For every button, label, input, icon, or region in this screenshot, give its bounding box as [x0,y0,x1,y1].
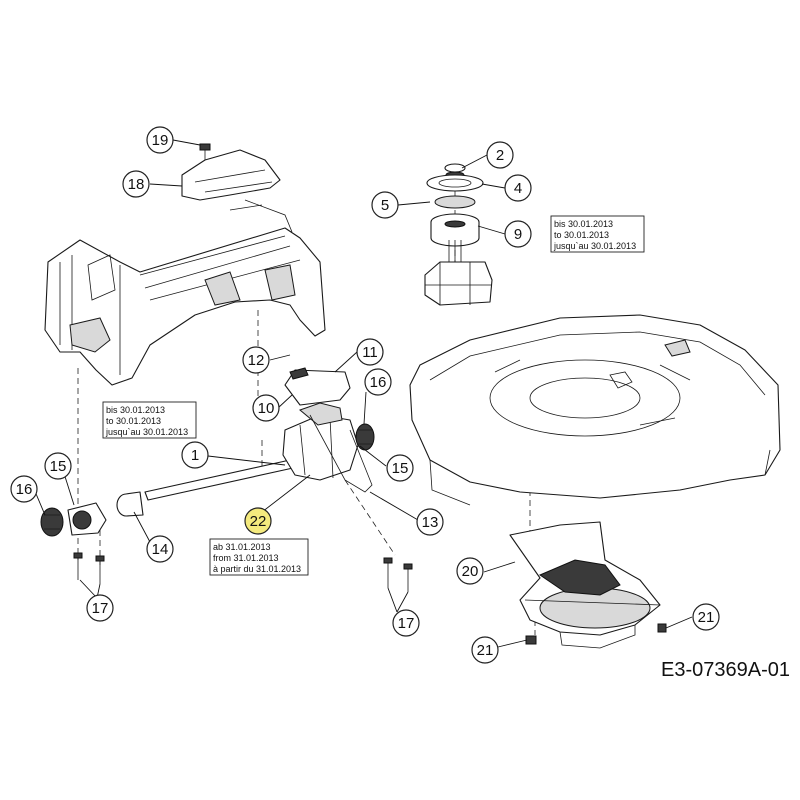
svg-text:15: 15 [50,458,67,475]
svg-text:15: 15 [392,460,409,477]
callout-21-right: 21 [692,603,720,631]
note-top-right-line3: jusqu`au 30.01.2013 [553,241,636,251]
note-lower-middle-line3: à partir du 31.01.2013 [213,564,301,574]
svg-text:22: 22 [250,513,267,530]
svg-text:21: 21 [698,609,715,626]
callout-11: 11 [356,338,384,366]
svg-text:17: 17 [398,615,415,632]
gearbox [282,402,373,493]
svg-text:10: 10 [258,400,275,417]
callout-20: 20 [456,557,484,585]
callout-22: 22 [244,507,272,535]
callout-18: 18 [122,170,150,198]
svg-text:2: 2 [496,147,504,164]
callout-10: 10 [252,394,280,422]
drive-wheel-right [355,423,375,451]
note-middle-left-line1: bis 30.01.2013 [106,405,165,415]
callout-16-right: 16 [364,368,392,396]
callout-15-left: 15 [44,452,72,480]
handle-cover [181,149,281,201]
bearing-housing [67,502,107,536]
note-lower-middle-line1: ab 31.01.2013 [213,542,271,552]
callout-14: 14 [146,535,174,563]
callout-5: 5 [371,191,399,219]
svg-text:14: 14 [152,541,169,558]
callout-9: 9 [504,220,532,248]
svg-text:1: 1 [191,447,199,464]
note-top-right: bis 30.01.2013 to 30.01.2013 jusqu`au 30… [550,215,645,253]
adapter-screw-left [525,635,537,645]
callout-4: 4 [504,174,532,202]
cover-screw [199,143,211,158]
note-middle-left-line3: jusqu`au 30.01.2013 [105,427,188,437]
blade-adapter [509,521,661,649]
note-top-right-line1: bis 30.01.2013 [554,219,613,229]
drive-axle [144,459,294,501]
callout-1: 1 [181,441,209,469]
svg-text:21: 21 [477,642,494,659]
callout-2: 2 [486,141,514,169]
svg-text:18: 18 [128,176,145,193]
svg-text:17: 17 [92,600,109,617]
pulley-assembly [424,163,493,306]
svg-text:5: 5 [381,197,389,214]
callout-17-right: 17 [392,609,420,637]
mower-deck [409,314,781,506]
svg-text:4: 4 [514,180,522,197]
note-middle-left: bis 30.01.2013 to 30.01.2013 jusqu`au 30… [102,401,197,439]
drive-wheel-left [40,507,64,537]
svg-text:11: 11 [362,344,378,361]
bushing [116,491,144,517]
svg-text:13: 13 [422,514,439,531]
note-lower-middle-line2: from 31.01.2013 [213,553,279,563]
callout-17-left: 17 [86,594,114,622]
hex-screws [73,552,413,592]
callout-21-left: 21 [471,636,499,664]
callout-16-left: 16 [10,475,38,503]
callout-19: 19 [146,126,174,154]
svg-text:16: 16 [16,481,33,498]
svg-text:19: 19 [152,132,169,149]
callout-13: 13 [416,508,444,536]
note-lower-middle: ab 31.01.2013 from 31.01.2013 à partir d… [209,538,309,576]
gearbox-bracket [284,367,351,406]
svg-text:12: 12 [248,352,265,369]
callout-12: 12 [242,346,270,374]
callout-15-right: 15 [386,454,414,482]
chassis-bracket [44,199,326,386]
drawing-code: E3-07369A-01 [661,659,790,681]
svg-text:9: 9 [514,226,522,243]
adapter-screw-right [657,623,667,633]
note-top-right-line2: to 30.01.2013 [554,230,609,240]
svg-text:16: 16 [370,374,387,391]
note-middle-left-line2: to 30.01.2013 [106,416,161,426]
svg-text:20: 20 [462,563,479,580]
